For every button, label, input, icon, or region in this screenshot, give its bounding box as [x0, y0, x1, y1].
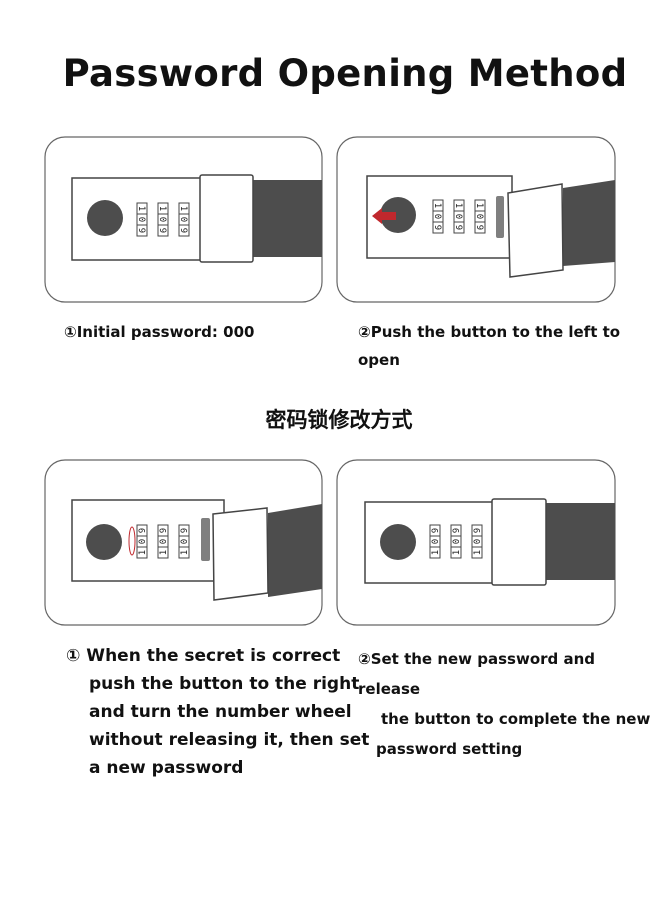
dial-digit: 0: [136, 217, 146, 222]
number-wheel: 9 0 1: [450, 524, 462, 559]
dial-digit: 9: [473, 528, 483, 533]
number-wheel: 9 0 1: [429, 524, 441, 559]
caption-line: the button to complete the new: [381, 710, 651, 728]
dial-digit: 0: [474, 214, 484, 219]
dial-digit: 1: [136, 206, 146, 211]
dial-digit: 1: [178, 206, 188, 211]
push-button: [87, 200, 123, 236]
number-wheel: 1 0 9: [432, 199, 444, 234]
rotate-icon: [128, 526, 136, 556]
arrow-left-icon: [372, 208, 396, 224]
slot: [201, 518, 210, 561]
dial-digit: 1: [474, 203, 484, 208]
dial-digit: 1: [432, 203, 442, 208]
caption-step-2: ②Push the button to the left to open: [358, 323, 621, 369]
lock-sleeve: [507, 183, 564, 278]
dial-digit: 9: [431, 528, 441, 533]
dial-digit: 0: [138, 539, 148, 544]
strap: [563, 180, 615, 266]
dial-digit: 9: [474, 225, 484, 230]
caption-line: a new password: [89, 758, 244, 778]
number-wheel: 9 0 1: [471, 524, 483, 559]
push-button: [86, 524, 122, 560]
strap: [268, 504, 322, 597]
push-button: [380, 197, 416, 233]
caption-step-3: ① When the secret is correct push the bu…: [66, 642, 369, 782]
dial-digit: 1: [159, 550, 169, 555]
caption-step-4: ②Set the new password and release the bu…: [358, 644, 660, 764]
dial-digit: 9: [453, 225, 463, 230]
dial-digit: 9: [180, 528, 190, 533]
dial-digit: 1: [138, 550, 148, 555]
number-wheel: 1 0 9: [474, 199, 486, 234]
number-wheel: 1 0 9: [136, 202, 148, 237]
dial-digit: 0: [453, 214, 463, 219]
dial-digit: 1: [473, 550, 483, 555]
lock-sleeve: [199, 174, 254, 263]
caption-line: push the button to the right: [89, 674, 360, 694]
number-wheel: 9 0 1: [178, 524, 190, 559]
dial-digit: 1: [453, 203, 463, 208]
number-wheel: 1 0 9: [453, 199, 465, 234]
number-wheel: 9 0 1: [136, 524, 148, 559]
dial-digit: 0: [431, 539, 441, 544]
strap: [546, 503, 615, 580]
number-wheel: 9 0 1: [157, 524, 169, 559]
dial-digit: 9: [159, 528, 169, 533]
dial-digit: 1: [452, 550, 462, 555]
caption-line: and turn the number wheel: [89, 702, 352, 722]
page-title: Password Opening Method: [62, 52, 628, 95]
dial-digit: 0: [159, 539, 169, 544]
number-wheel: 1 0 9: [178, 202, 190, 237]
lock-sleeve: [491, 498, 547, 586]
dial-digit: 9: [157, 228, 167, 233]
dial-digit: 9: [178, 228, 188, 233]
dial-digit: 0: [180, 539, 190, 544]
caption-line: ②Set the new password and release: [358, 650, 596, 698]
dial-digit: 1: [157, 206, 167, 211]
dial-digit: 1: [431, 550, 441, 555]
dial-digit: 9: [452, 528, 462, 533]
dial-digit: 9: [136, 228, 146, 233]
push-button: [380, 524, 416, 560]
strap: [253, 180, 322, 257]
lock-sleeve: [212, 507, 269, 601]
dial-digit: 1: [180, 550, 190, 555]
dial-digit: 0: [452, 539, 462, 544]
caption-step-1: ①Initial password: 000: [64, 323, 255, 341]
caption-line: ① When the secret is correct: [66, 646, 341, 666]
section-subtitle: 密码锁修改方式: [265, 407, 413, 432]
dial-digit: 9: [432, 225, 442, 230]
dial-digit: 0: [178, 217, 188, 222]
caption-line: password setting: [376, 740, 523, 758]
dial-digit: 0: [432, 214, 442, 219]
caption-line: without releasing it, then set: [89, 730, 370, 750]
slot: [496, 196, 504, 238]
number-wheel: 1 0 9: [157, 202, 169, 237]
dial-digit: 9: [138, 528, 148, 533]
dial-digit: 0: [157, 217, 167, 222]
dial-digit: 0: [473, 539, 483, 544]
